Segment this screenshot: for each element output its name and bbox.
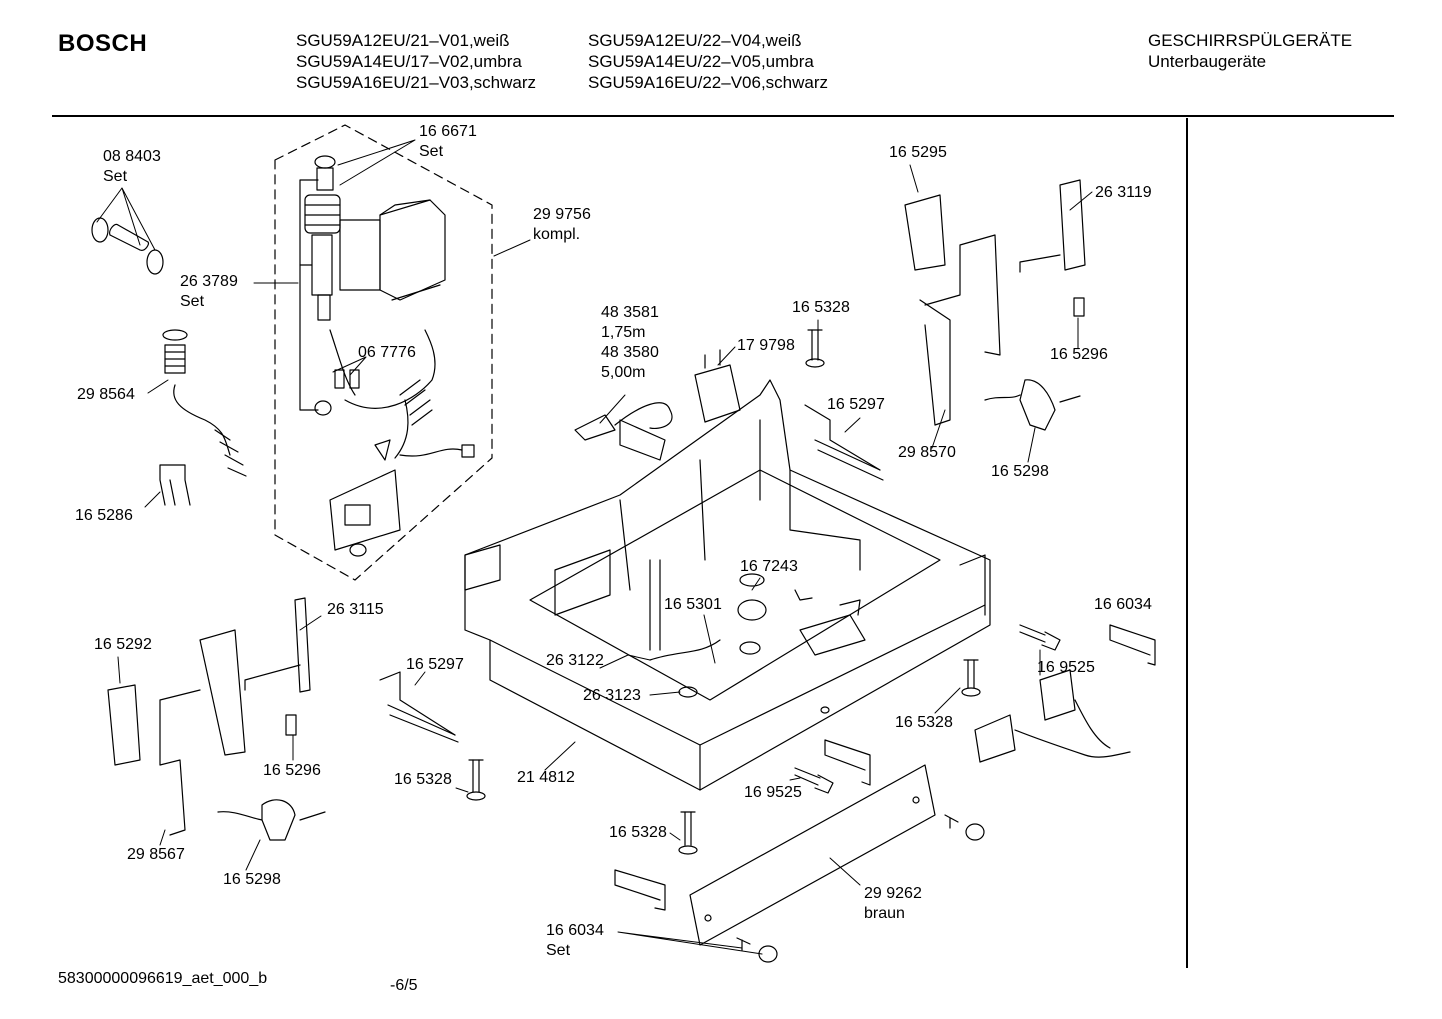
part-label: 16 6034	[1094, 596, 1152, 613]
spring-drawing	[379, 671, 459, 743]
model-line: SGU59A12EU/22–V04,weiß	[588, 31, 802, 50]
model-line: SGU59A14EU/17–V02,umbra	[296, 52, 522, 71]
part-label: 16 9525	[1037, 659, 1095, 676]
screw-drawing	[466, 759, 486, 801]
wiring-harness-drawing	[974, 669, 1131, 763]
part-label: 26 3119	[1095, 184, 1152, 201]
kit-outline-dashed	[274, 124, 493, 581]
brand-logo: BOSCH	[58, 30, 148, 57]
document-id: 58300000096619_aet_000_b	[58, 970, 268, 987]
part-label: 16 5328	[792, 299, 850, 316]
hinge-left-drawing	[107, 597, 326, 841]
category-subtitle: Unterbaugeräte	[1148, 52, 1267, 71]
part-label: 16 5328	[895, 714, 953, 731]
spring-drawing	[804, 404, 884, 481]
part-label: 06 7776	[358, 344, 416, 361]
screw-drawing	[961, 659, 981, 697]
screw-drawing	[678, 811, 698, 855]
filter-box-drawing	[694, 349, 741, 423]
model-line: SGU59A12EU/21–V01,weiß	[296, 31, 510, 50]
kick-plate-drawing	[689, 764, 936, 946]
small-screw-drawing	[736, 937, 751, 951]
mains-cable-drawing	[574, 402, 673, 461]
hinge-right-drawing	[904, 179, 1086, 431]
part-label: 16 5297	[827, 396, 885, 413]
bolt-drawing	[794, 767, 834, 794]
part-label: 16 9525	[744, 784, 802, 801]
category-heading: GESCHIRRSPÜLGERÄTE Unterbaugeräte	[1148, 30, 1352, 72]
part-label: 16 5296	[1050, 346, 1108, 363]
cap-drawing	[965, 823, 985, 841]
bolt-drawing	[1019, 624, 1061, 651]
connector-bar-drawing	[614, 869, 666, 911]
part-label: 17 9798	[737, 337, 795, 354]
part-label: 16 5328	[394, 771, 452, 788]
model-line: SGU59A16EU/22–V06,schwarz	[588, 73, 829, 92]
part-label: 16 5328	[609, 824, 667, 841]
part-label: 16 5286	[75, 507, 133, 524]
part-label: 21 4812	[517, 769, 575, 786]
screw-drawing	[805, 329, 825, 368]
corrugated-hose-drawing	[162, 329, 247, 477]
page-number: -6/5	[390, 977, 418, 994]
part-label: 29 8567	[127, 846, 185, 863]
part-label: 16 5298	[991, 463, 1049, 480]
part-label: 16 5295	[889, 144, 947, 161]
inlet-valve-drawing	[299, 155, 475, 557]
part-label: 29 8564	[77, 386, 135, 403]
part-label: 16 5298	[223, 871, 281, 888]
part-label: 26 3123	[583, 687, 641, 704]
model-line: SGU59A16EU/21–V03,schwarz	[296, 73, 537, 92]
side-divider	[1186, 118, 1188, 968]
part-label: 16 5301	[664, 596, 722, 613]
small-screw-drawing	[944, 814, 959, 829]
model-list-left: SGU59A12EU/21–V01,weiß SGU59A14EU/17–V02…	[296, 30, 536, 93]
connector-bar-drawing	[1109, 624, 1156, 666]
clip-drawing	[159, 464, 191, 506]
leader-lines	[96, 139, 1093, 955]
header-divider	[52, 115, 1394, 117]
tub-base-drawing	[464, 379, 991, 791]
part-label: 16 7243	[740, 558, 798, 575]
part-label: 16 5297	[406, 656, 464, 673]
model-list-right: SGU59A12EU/22–V04,weiß SGU59A14EU/22–V05…	[588, 30, 828, 93]
model-line: SGU59A14EU/22–V05,umbra	[588, 52, 814, 71]
part-label: 26 3115	[327, 601, 384, 618]
part-label: 29 8570	[898, 444, 956, 461]
connector-bar-drawing	[824, 739, 871, 786]
part-label: 26 3122	[546, 652, 604, 669]
part-label: 16 5296	[263, 762, 321, 779]
category-title: GESCHIRRSPÜLGERÄTE	[1148, 31, 1353, 50]
part-label: 16 5292	[94, 636, 152, 653]
